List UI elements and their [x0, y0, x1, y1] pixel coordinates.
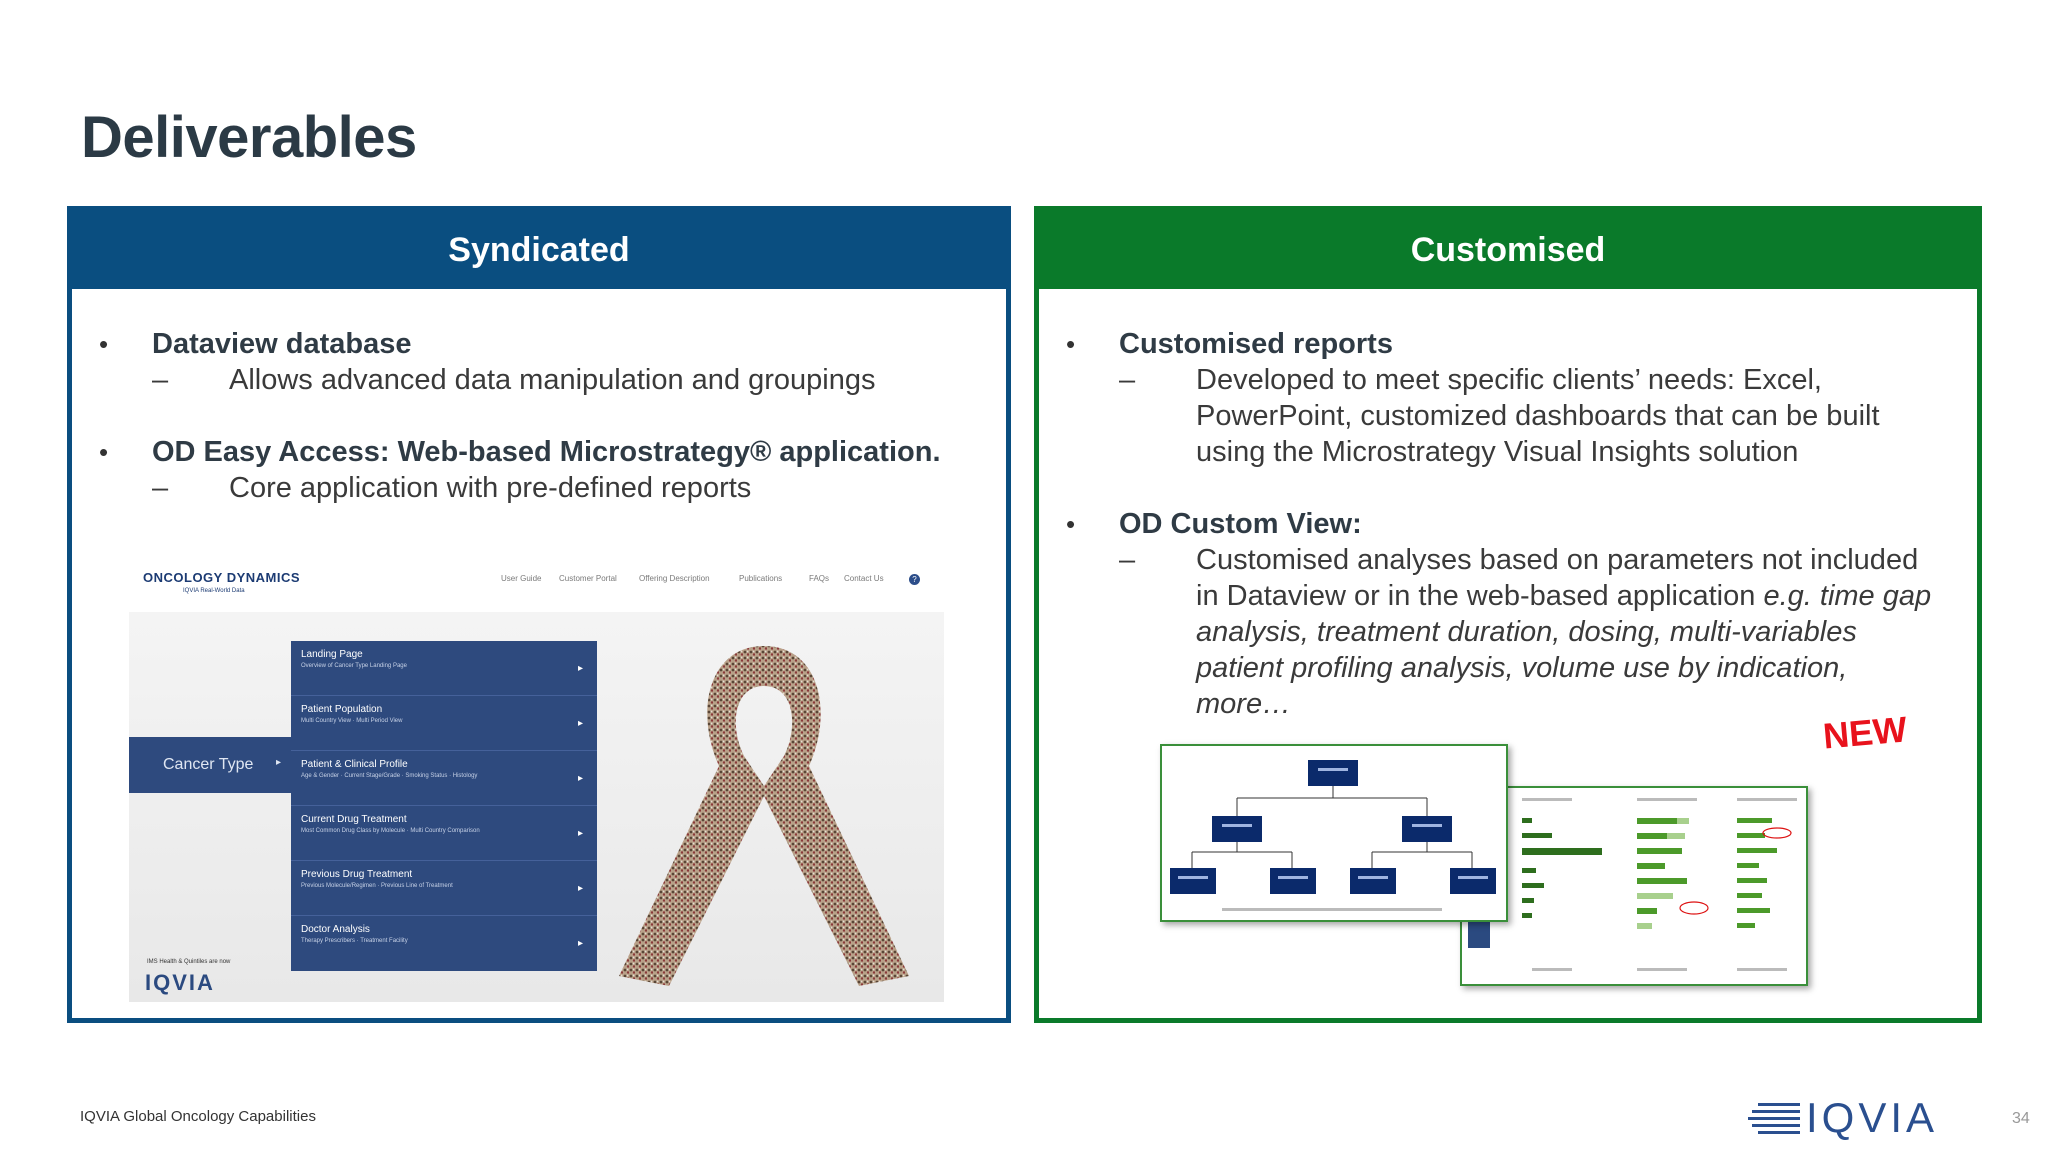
- od-menu-title: Patient & Clinical Profile: [301, 759, 408, 770]
- sub-bullet-line: using the Microstrategy Visual Insights …: [1196, 436, 1799, 468]
- sub-bullet-text: Allows advanced data manipulation and gr…: [229, 364, 876, 396]
- bar-chart-thumbnail: [1468, 798, 1797, 971]
- od-menu-sub: Therapy Prescribers · Treatment Facility: [301, 938, 408, 944]
- new-badge: NEW: [1821, 708, 1909, 757]
- sub-bullet-italic: analysis, treatment duration, dosing, mu…: [1196, 616, 1857, 648]
- dash: –: [1119, 364, 1136, 396]
- chevron-right-icon: ▸: [275, 757, 281, 768]
- sub-bullet-italic: e.g. time gap: [1763, 580, 1932, 612]
- od-menu-item: Patient & Clinical Profile Age & Gender …: [291, 751, 597, 806]
- chevron-right-icon: ▸: [577, 883, 583, 894]
- od-nav-item: Offering Description: [639, 574, 710, 583]
- syndicated-panel: Syndicated • Dataview database – Allows …: [67, 206, 1011, 1023]
- sub-bullet: – Customised analyses based on parameter…: [1119, 542, 1977, 722]
- od-nav-item: User Guide: [501, 574, 542, 583]
- bullet-dot: •: [99, 437, 109, 467]
- sub-bullet-text: Core application with pre-defined report…: [229, 472, 752, 504]
- chevron-right-icon: ▸: [577, 718, 583, 729]
- customised-panel: Customised • Customised reports – Develo…: [1034, 206, 1982, 1023]
- od-iqvia-logo: IQVIA: [145, 970, 215, 995]
- od-nav-item: FAQs: [809, 574, 830, 583]
- iqvia-logo: IQVIA: [1748, 1094, 1938, 1142]
- od-nav-item: Contact Us: [844, 574, 884, 583]
- od-menu-sub: Most Common Drug Class by Molecule · Mul…: [301, 828, 480, 834]
- od-menu-title: Current Drug Treatment: [301, 814, 407, 825]
- sub-bullet-italic: more…: [1196, 688, 1292, 720]
- od-menu-title: Previous Drug Treatment: [301, 869, 413, 880]
- sub-bullet-italic: patient profiling analysis, volume use b…: [1196, 652, 1848, 684]
- sub-bullet-line: PowerPoint, customized dashboards that c…: [1196, 400, 1880, 432]
- od-logo: ONCOLOGY DYNAMICS: [143, 570, 301, 585]
- od-menu-title: Patient Population: [301, 704, 383, 715]
- oncology-dynamics-screenshot: ONCOLOGY DYNAMICS IQVIA Real-World Data …: [129, 556, 944, 1002]
- bullet-od-custom-view: • OD Custom View: – Customised analyses …: [1039, 506, 1977, 722]
- custom-report-thumbnail-tree: [1160, 744, 1508, 922]
- sub-bullet: – Allows advanced data manipulation and …: [152, 362, 1006, 398]
- iqvia-wordmark: IQVIA: [1806, 1094, 1939, 1141]
- sub-bullet-line: Developed to meet specific clients’ need…: [1196, 364, 1822, 396]
- bullet-dot: •: [1066, 329, 1076, 359]
- od-footer-note: IMS Health & Quintiles are now: [147, 959, 231, 965]
- dash: –: [152, 364, 169, 396]
- bullet-heading: OD Easy Access: Web-based Microstrategy®…: [152, 436, 941, 468]
- od-menu-sub: Multi Country View · Multi Period View: [301, 718, 403, 724]
- awareness-ribbon-icon: [619, 646, 909, 986]
- bullet-dot: •: [99, 329, 109, 359]
- chevron-right-icon: ▸: [577, 773, 583, 784]
- od-menu-item: Previous Drug Treatment Previous Molecul…: [291, 861, 597, 916]
- dash: –: [152, 472, 169, 504]
- customised-bullets: • Customised reports – Developed to meet…: [1039, 326, 1977, 722]
- chevron-right-icon: ▸: [577, 828, 583, 839]
- customised-heading: Customised: [1039, 211, 1977, 289]
- bullet-heading: Dataview database: [152, 328, 412, 360]
- chevron-right-icon: ▸: [577, 938, 583, 949]
- od-logo-sub: IQVIA Real-World Data: [183, 588, 245, 594]
- od-report-menu: Landing Page Overview of Cancer Type Lan…: [291, 641, 597, 971]
- od-menu-sub: Overview of Cancer Type Landing Page: [301, 663, 407, 669]
- custom-report-thumbnail-bars: [1460, 786, 1808, 986]
- od-menu-title: Landing Page: [301, 649, 363, 660]
- sub-bullet-line: Customised analyses based on parameters …: [1196, 544, 1919, 576]
- od-menu-item: Doctor Analysis Therapy Prescribers · Tr…: [291, 916, 597, 971]
- sub-bullet: – Developed to meet specific clients’ ne…: [1119, 362, 1977, 470]
- od-menu-sub: Previous Molecule/Regimen · Previous Lin…: [301, 883, 453, 889]
- bullet-heading: Customised reports: [1119, 328, 1393, 360]
- sub-bullet-line: in Dataview or in the web-based applicat…: [1196, 578, 1977, 614]
- sub-bullet-text: in Dataview or in the web-based applicat…: [1196, 580, 1764, 612]
- cancer-type-label: Cancer Type: [163, 756, 254, 773]
- dash: –: [1119, 544, 1136, 576]
- od-menu-title: Doctor Analysis: [301, 924, 370, 935]
- sub-bullet-line: more…: [1196, 686, 1977, 722]
- chevron-right-icon: ▸: [577, 663, 583, 674]
- tree-diagram-thumbnail: [1170, 760, 1496, 911]
- od-menu-item: Patient Population Multi Country View · …: [291, 696, 597, 751]
- footer-text: IQVIA Global Oncology Capabilities: [80, 1108, 316, 1125]
- sub-bullet-line: patient profiling analysis, volume use b…: [1196, 650, 1977, 686]
- bullet-dataview: • Dataview database – Allows advanced da…: [72, 326, 1006, 398]
- bullet-heading: OD Custom View:: [1119, 508, 1362, 540]
- syndicated-bullets: • Dataview database – Allows advanced da…: [72, 326, 1006, 506]
- od-nav-item: Publications: [739, 574, 783, 583]
- od-menu-item: Landing Page Overview of Cancer Type Lan…: [291, 641, 597, 696]
- syndicated-heading: Syndicated: [72, 211, 1006, 289]
- sub-bullet: – Core application with pre-defined repo…: [152, 470, 1006, 506]
- bullet-dot: •: [1066, 509, 1076, 539]
- page-number: 34: [2012, 1110, 2030, 1127]
- iqvia-lines-icon: [1748, 1103, 1800, 1134]
- bullet-customised-reports: • Customised reports – Developed to meet…: [1039, 326, 1977, 470]
- bullet-od-easy-access: • OD Easy Access: Web-based Microstrateg…: [72, 434, 1006, 506]
- od-nav-item: Customer Portal: [559, 574, 617, 583]
- cancer-type-selector: Cancer Type ▸: [129, 737, 291, 793]
- od-menu-sub: Age & Gender · Current Stage/Grade · Smo…: [301, 773, 478, 779]
- sub-bullet-line: analysis, treatment duration, dosing, mu…: [1196, 614, 1977, 650]
- help-icon: ?: [909, 574, 920, 585]
- slide-title: Deliverables: [81, 105, 417, 170]
- od-menu-item: Current Drug Treatment Most Common Drug …: [291, 806, 597, 861]
- od-header: ONCOLOGY DYNAMICS IQVIA Real-World Data …: [129, 556, 944, 612]
